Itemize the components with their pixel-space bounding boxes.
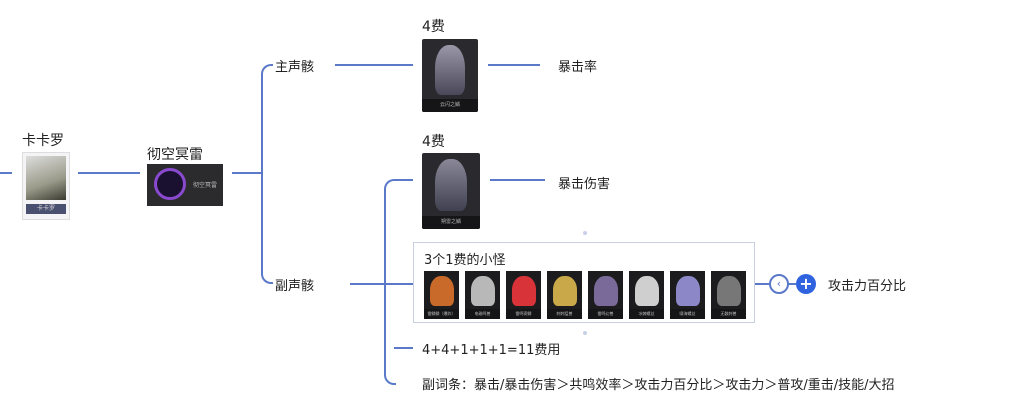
echo-caption: 雷鳞鳞（爆炸） — [424, 309, 459, 319]
connector — [384, 179, 396, 191]
main-echo-stat[interactable]: 暴击率 — [558, 60, 598, 75]
echo-caption: 云闪之鳞 — [422, 99, 478, 112]
echo-portrait — [675, 276, 700, 306]
connector — [261, 272, 273, 284]
echo-caption: 啸海螺丝 — [670, 309, 705, 319]
main-echo-cost: 4费 — [422, 19, 445, 35]
sub-echo-stat[interactable]: 暴击伤害 — [558, 177, 611, 192]
echo-portrait — [593, 276, 618, 306]
connector — [394, 179, 413, 181]
root-title[interactable]: 卡卡罗 — [22, 133, 64, 149]
connector — [394, 347, 413, 349]
sonata-icon — [154, 168, 186, 200]
connector — [788, 283, 796, 285]
connector — [261, 74, 263, 274]
echo-portrait — [716, 276, 741, 306]
echo-portrait — [634, 276, 659, 306]
echo-portrait — [435, 159, 467, 211]
connector — [78, 172, 140, 174]
echo-portrait — [552, 276, 577, 306]
echo-caption: 无骸刺兽 — [711, 309, 746, 319]
collapse-icon[interactable]: ‹ — [769, 274, 789, 294]
cost-total[interactable]: 4+4+1+1+1=11费用 — [422, 343, 561, 358]
small-echo-stat[interactable]: 攻击力百分比 — [828, 279, 907, 294]
connector — [490, 179, 545, 181]
small-echo-card[interactable]: 雷鸣寄鳞 — [506, 271, 541, 319]
small-echo-title: 3个1费的小怪 — [424, 253, 506, 268]
character-card[interactable]: 卡卡罗 — [22, 152, 70, 220]
small-echo-card[interactable]: 冰棘螺丝 — [629, 271, 664, 319]
echo-set-caption: 彻空冥雷 — [193, 182, 218, 189]
echo-portrait — [511, 276, 536, 306]
substat-priority[interactable]: 副词条：暴击/暴击伤害＞共鸣效率＞攻击力百分比＞攻击力＞普攻/重击/技能/大招 — [422, 378, 895, 393]
small-echo-group[interactable]: 3个1费的小怪 雷鳞鳞（爆炸） 电磁鸣兽雷鸣寄鳞刺刺猛兽雷鸣幻兽冰棘螺丝啸海螺丝无… — [413, 242, 755, 323]
echo-portrait — [470, 276, 495, 306]
echo-caption: 雷鸣寄鳞 — [506, 309, 541, 319]
resize-handle[interactable] — [583, 331, 587, 335]
main-echo-card[interactable]: 云闪之鳞 — [422, 39, 478, 112]
echo-portrait — [435, 45, 465, 95]
connector — [335, 64, 413, 66]
connector — [384, 373, 396, 385]
echo-caption: 刺刺猛兽 — [547, 309, 582, 319]
sub-echo-card[interactable]: 朔雷之鳞 — [422, 153, 480, 229]
resize-handle[interactable] — [583, 231, 587, 235]
small-echo-card[interactable]: 电磁鸣兽 — [465, 271, 500, 319]
connector — [0, 172, 12, 174]
sub-echo-cost: 4费 — [422, 134, 445, 150]
echo-caption: 雷鸣幻兽 — [588, 309, 623, 319]
echo-caption: 电磁鸣兽 — [465, 309, 500, 319]
small-echo-card[interactable]: 刺刺猛兽 — [547, 271, 582, 319]
add-node-icon[interactable]: + — [796, 274, 816, 294]
small-echo-card[interactable]: 雷鳞鳞（爆炸） — [424, 271, 459, 319]
connector — [488, 64, 540, 66]
connector — [261, 64, 273, 76]
connector — [232, 172, 262, 174]
connector — [384, 189, 386, 375]
connector — [755, 283, 769, 285]
main-echo-label[interactable]: 主声骸 — [275, 60, 315, 75]
small-echo-card[interactable]: 雷鸣幻兽 — [588, 271, 623, 319]
echo-set-title[interactable]: 彻空冥雷 — [147, 147, 203, 163]
character-portrait — [26, 156, 66, 200]
echo-caption: 冰棘螺丝 — [629, 309, 664, 319]
echo-caption: 朔雷之鳞 — [422, 216, 480, 229]
small-echo-card[interactable]: 无骸刺兽 — [711, 271, 746, 319]
sub-echo-label[interactable]: 副声骸 — [275, 279, 315, 294]
small-echo-card[interactable]: 啸海螺丝 — [670, 271, 705, 319]
echo-portrait — [429, 276, 454, 306]
connector — [350, 283, 413, 285]
character-caption: 卡卡罗 — [26, 204, 66, 214]
echo-set-card[interactable]: 彻空冥雷 — [147, 164, 223, 206]
